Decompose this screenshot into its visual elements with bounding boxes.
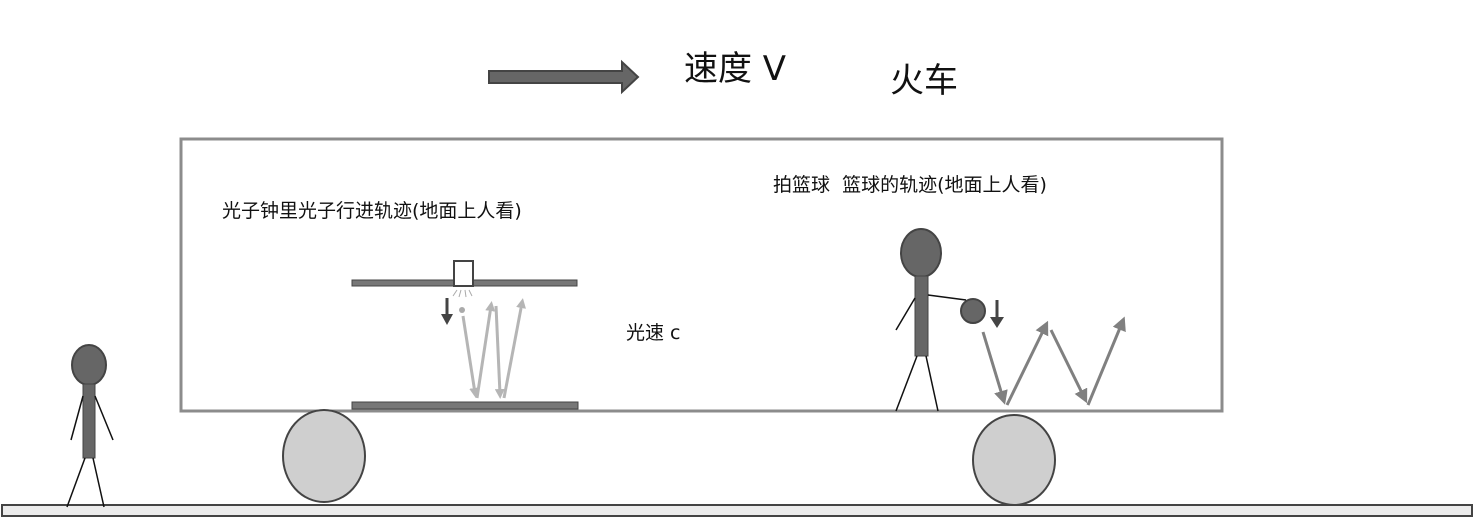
train-person: [895, 228, 967, 412]
photon-zigzag-path: [461, 298, 526, 399]
train-car: [179, 137, 1224, 413]
ground-rail: [1, 504, 1473, 517]
photon-down-arrow: [441, 298, 453, 325]
emitter-rays: [452, 289, 473, 298]
photon-clock-path-label: 光子钟里光子行进轨迹(地面上人看): [222, 200, 522, 222]
velocity-label: 速度 V: [684, 49, 787, 89]
ball-down-arrow: [990, 300, 1004, 328]
basketball-path-label: 拍篮球 篮球的轨迹(地面上人看): [773, 174, 1047, 196]
light-emitter: [453, 260, 474, 287]
velocity-arrow: [488, 59, 640, 95]
ground-observer: [66, 344, 114, 508]
left-wheel: [282, 409, 366, 503]
train-label: 火车: [890, 61, 958, 101]
photon-clock-bottom-mirror: [351, 401, 579, 410]
basketball-zigzag-path: [981, 316, 1126, 406]
basketball: [960, 298, 986, 324]
right-wheel: [972, 414, 1056, 506]
photon-dot: [459, 307, 465, 313]
light-speed-label: 光速 c: [626, 322, 681, 344]
